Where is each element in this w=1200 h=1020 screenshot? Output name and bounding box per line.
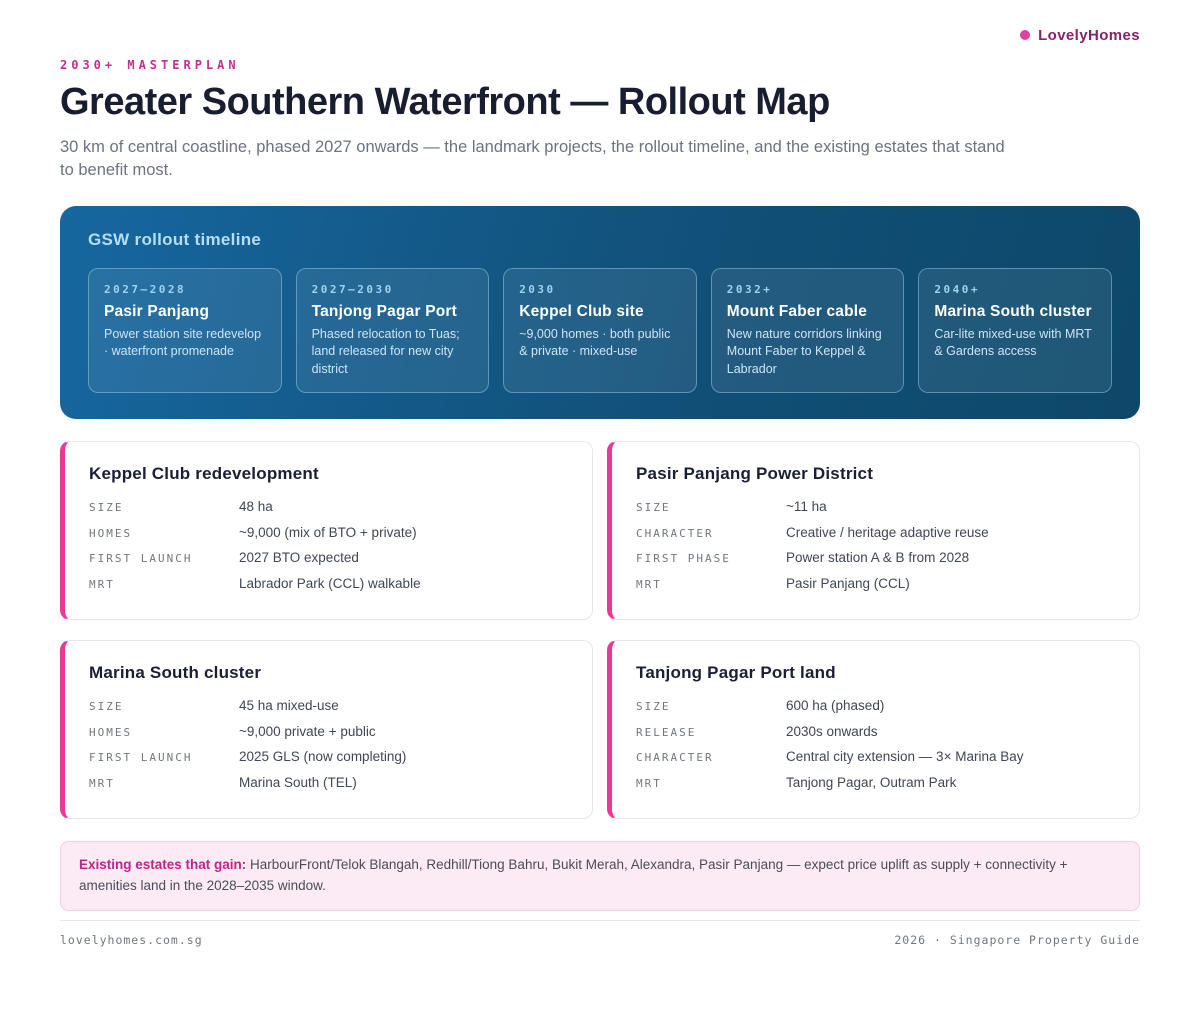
project-row-label: SIZE (89, 700, 124, 714)
brand-logo: LovelyHomes (1020, 27, 1140, 44)
timeline-period: 2027–2030 (311, 282, 394, 296)
project-row: RELEASE 2030s onwards (636, 724, 1113, 739)
project-row: MRT Labrador Park (CCL) walkable (89, 576, 566, 591)
estates-note: Existing estates that gain: HarbourFront… (60, 841, 1140, 912)
timeline-period: 2032+ (726, 282, 773, 296)
page: LovelyHomes 2030+ MASTERPLAN Greater Sou… (60, 24, 1140, 947)
project-card-tanjong-pagar-port-land: Tanjong Pagar Port land SIZE 600 ha (pha… (607, 640, 1140, 820)
timeline-title: Marina South cluster (934, 302, 1092, 320)
project-row-value: ~11 ha (786, 499, 827, 515)
project-row-label: MRT (636, 776, 662, 790)
projects-grid: Keppel Club redevelopment SIZE 48 ha HOM… (60, 441, 1140, 820)
project-row: HOMES ~9,000 (mix of BTO + private) (89, 525, 566, 540)
project-row-value: 600 ha (phased) (786, 698, 885, 714)
project-row-value: Central city extension — 3× Marina Bay (786, 749, 1024, 765)
estates-note-lead: Existing estates that gain: (79, 857, 247, 873)
project-row: SIZE 48 ha (89, 499, 566, 514)
timeline-title: Tanjong Pagar Port (311, 302, 458, 320)
project-row: MRT Pasir Panjang (CCL) (636, 576, 1113, 591)
page-title: Greater Southern Waterfront — Rollout Ma… (60, 81, 830, 123)
project-row: FIRST LAUNCH 2025 GLS (now completing) (89, 749, 566, 764)
project-title: Marina South cluster (89, 663, 262, 683)
timeline-desc: New nature corridors linking Mount Faber… (726, 326, 882, 376)
timeline-title: Mount Faber cable (726, 302, 868, 320)
project-row-label: CHARACTER (636, 751, 714, 765)
brand-dot-icon (1020, 30, 1031, 40)
project-row-value: Pasir Panjang (CCL) (786, 575, 910, 591)
page-subtitle: 30 km of central coastline, phased 2027 … (60, 137, 1005, 179)
timeline-title: Pasir Panjang (104, 302, 210, 320)
project-row: FIRST LAUNCH 2027 BTO expected (89, 550, 566, 565)
footer-tagline: 2026 · Singapore Property Guide (894, 933, 1140, 948)
project-row-label: SIZE (636, 501, 671, 515)
project-row: MRT Marina South (TEL) (89, 775, 566, 790)
project-title: Keppel Club redevelopment (89, 464, 319, 484)
timeline-card-tanjong-pagar-port: 2027–2030 Tanjong Pagar Port Phased relo… (295, 267, 490, 394)
project-row-value: Creative / heritage adaptive reuse (786, 524, 989, 540)
timeline-desc: Power station site redevelop · waterfron… (104, 326, 262, 359)
project-title: Tanjong Pagar Port land (636, 663, 836, 683)
project-row-value: 45 ha mixed-use (239, 698, 339, 714)
timeline-title: Keppel Club site (519, 302, 644, 320)
timeline-period: 2030 (519, 282, 556, 296)
project-row-value: 2027 BTO expected (239, 550, 359, 566)
project-row-value: 48 ha (239, 499, 273, 515)
brand-row: LovelyHomes (60, 24, 1140, 46)
project-row-label: HOMES (89, 725, 133, 739)
project-row-value: 2025 GLS (now completing) (239, 749, 407, 765)
project-card-pasir-panjang-power-district: Pasir Panjang Power District SIZE ~11 ha… (607, 441, 1140, 621)
project-row: MRT Tanjong Pagar, Outram Park (636, 775, 1113, 790)
timeline-card-marina-south-cluster: 2040+ Marina South cluster Car-lite mixe… (918, 267, 1112, 394)
project-row-value: ~9,000 private + public (239, 723, 376, 739)
project-row: FIRST PHASE Power station A & B from 202… (636, 550, 1113, 565)
project-row-label: MRT (636, 577, 662, 591)
project-row-value: ~9,000 (mix of BTO + private) (239, 524, 417, 540)
project-row-label: FIRST LAUNCH (89, 552, 193, 566)
project-row: CHARACTER Creative / heritage adaptive r… (636, 525, 1113, 540)
timeline-period: 2027–2028 (104, 282, 187, 296)
project-card-keppel-club-redevelopment: Keppel Club redevelopment SIZE 48 ha HOM… (60, 441, 593, 621)
project-row-value: Power station A & B from 2028 (786, 550, 970, 566)
timeline-panel: GSW rollout timeline 2027–2028 Pasir Pan… (60, 205, 1140, 420)
project-row-label: CHARACTER (636, 526, 714, 540)
project-row: SIZE ~11 ha (636, 499, 1113, 514)
project-row: SIZE 45 ha mixed-use (89, 698, 566, 713)
project-title: Pasir Panjang Power District (636, 464, 874, 484)
timeline-desc: ~9,000 homes · both public & private · m… (519, 326, 671, 359)
project-row-label: HOMES (89, 526, 133, 540)
project-row-value: Marina South (TEL) (239, 774, 357, 790)
project-row-value: Labrador Park (CCL) walkable (239, 575, 421, 591)
footer: lovelyhomes.com.sg 2026 · Singapore Prop… (60, 920, 1140, 947)
project-row-label: FIRST LAUNCH (89, 751, 193, 765)
estates-note-text: HarbourFront/Telok Blangah, Redhill/Tion… (79, 857, 1068, 894)
timeline-desc: Car-lite mixed-use with MRT & Gardens ac… (934, 326, 1092, 359)
project-row-value: 2030s onwards (786, 723, 878, 739)
project-row-label: SIZE (636, 700, 671, 714)
brand-name: LovelyHomes (1038, 26, 1140, 44)
timeline-desc: Phased relocation to Tuas; land released… (311, 326, 460, 376)
timeline-period: 2040+ (934, 282, 980, 296)
project-row: CHARACTER Central city extension — 3× Ma… (636, 749, 1113, 764)
project-row-label: FIRST PHASE (636, 552, 731, 566)
project-row-label: RELEASE (636, 725, 697, 739)
timeline-card-keppel-club-site: 2030 Keppel Club site ~9,000 homes · bot… (503, 267, 697, 394)
timeline-card-pasir-panjang: 2027–2028 Pasir Panjang Power station si… (88, 267, 282, 394)
project-row-value: Tanjong Pagar, Outram Park (786, 774, 957, 790)
project-row-label: MRT (89, 577, 115, 591)
project-row-label: SIZE (89, 501, 124, 515)
footer-site: lovelyhomes.com.sg (60, 933, 203, 948)
project-row-label: MRT (89, 776, 115, 790)
eyebrow-label: 2030+ MASTERPLAN (60, 58, 240, 72)
timeline-heading: GSW rollout timeline (88, 229, 262, 249)
timeline-cards: 2027–2028 Pasir Panjang Power station si… (88, 267, 1112, 394)
project-card-marina-south-cluster: Marina South cluster SIZE 45 ha mixed-us… (60, 640, 593, 820)
project-row: SIZE 600 ha (phased) (636, 698, 1113, 713)
project-row: HOMES ~9,000 private + public (89, 724, 566, 739)
timeline-card-mount-faber-cable: 2032+ Mount Faber cable New nature corri… (710, 267, 905, 394)
